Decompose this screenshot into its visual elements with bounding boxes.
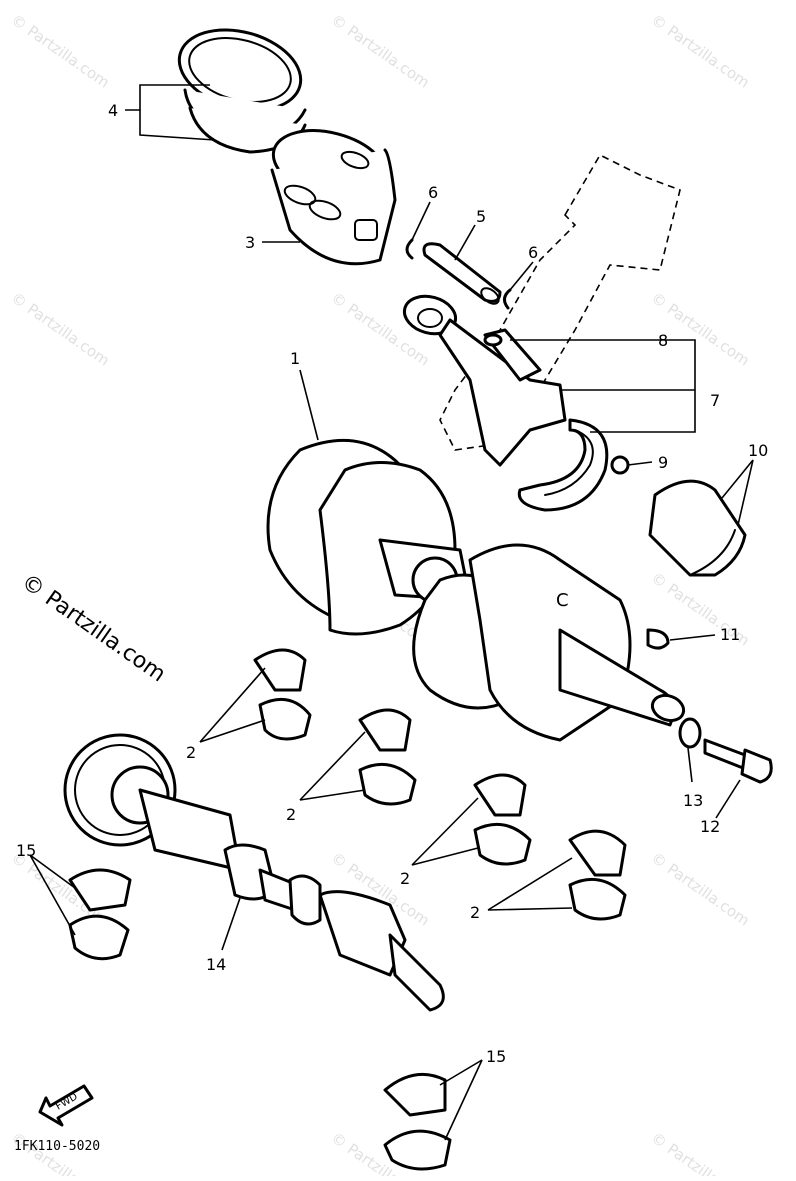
watermark-logo: © Partzilla.com <box>17 569 170 687</box>
callout-2: 2 <box>470 903 480 922</box>
callout-3: 3 <box>245 233 255 252</box>
circlip <box>405 238 414 260</box>
callout-7: 7 <box>710 391 720 410</box>
callout-6: 6 <box>428 183 438 202</box>
bolt <box>703 738 773 784</box>
diagram-code: 1FK110-5020 <box>14 1139 100 1154</box>
callout-6: 6 <box>528 243 538 262</box>
watermark: © Partzilla.com <box>648 1129 753 1176</box>
circlip <box>503 288 512 310</box>
bearing-10 <box>648 479 747 577</box>
callout-1: 1 <box>290 349 300 368</box>
watermark: © Partzilla.com <box>8 11 113 92</box>
piston-pin <box>422 242 502 305</box>
piston <box>270 129 397 266</box>
watermark: © Partzilla.com <box>648 11 753 92</box>
rod-nut <box>610 455 630 475</box>
callout-12: 12 <box>700 817 720 836</box>
watermark: © Partzilla.com <box>648 849 753 930</box>
watermark: © Partzilla.com <box>328 11 433 92</box>
callout-11: 11 <box>720 625 740 644</box>
callout-2: 2 <box>186 743 196 762</box>
callout-15: 15 <box>486 1047 506 1066</box>
callout-9: 9 <box>658 453 668 472</box>
callout-13: 13 <box>683 791 703 810</box>
callout-2: 2 <box>400 869 410 888</box>
balancer-shaft <box>63 733 445 1012</box>
callout-15: 15 <box>16 841 36 860</box>
watermark: © Partzilla.com <box>648 289 753 370</box>
piston-rings <box>177 28 307 154</box>
callout-8: 8 <box>658 331 668 350</box>
callout-labels: 4 3 6 5 6 1 8 7 9 10 11 13 12 2 2 2 2 15… <box>16 101 768 1066</box>
main-bearings <box>253 648 627 921</box>
woodruff-key <box>646 628 670 650</box>
fwd-arrow: FWD <box>38 1084 94 1127</box>
balancer-bearings <box>68 868 452 1171</box>
crankshaft: C <box>266 438 686 742</box>
callout-10: 10 <box>748 441 768 460</box>
washer <box>678 717 702 749</box>
callout-5: 5 <box>476 207 486 226</box>
leader-lines <box>29 84 754 1141</box>
callout-2: 2 <box>286 805 296 824</box>
rod-cap <box>517 418 609 512</box>
connecting-rod <box>402 294 567 467</box>
callout-14: 14 <box>206 955 226 974</box>
crank-mark: C <box>556 590 569 611</box>
watermark: © Partzilla.com <box>8 289 113 370</box>
callout-4: 4 <box>108 101 118 120</box>
